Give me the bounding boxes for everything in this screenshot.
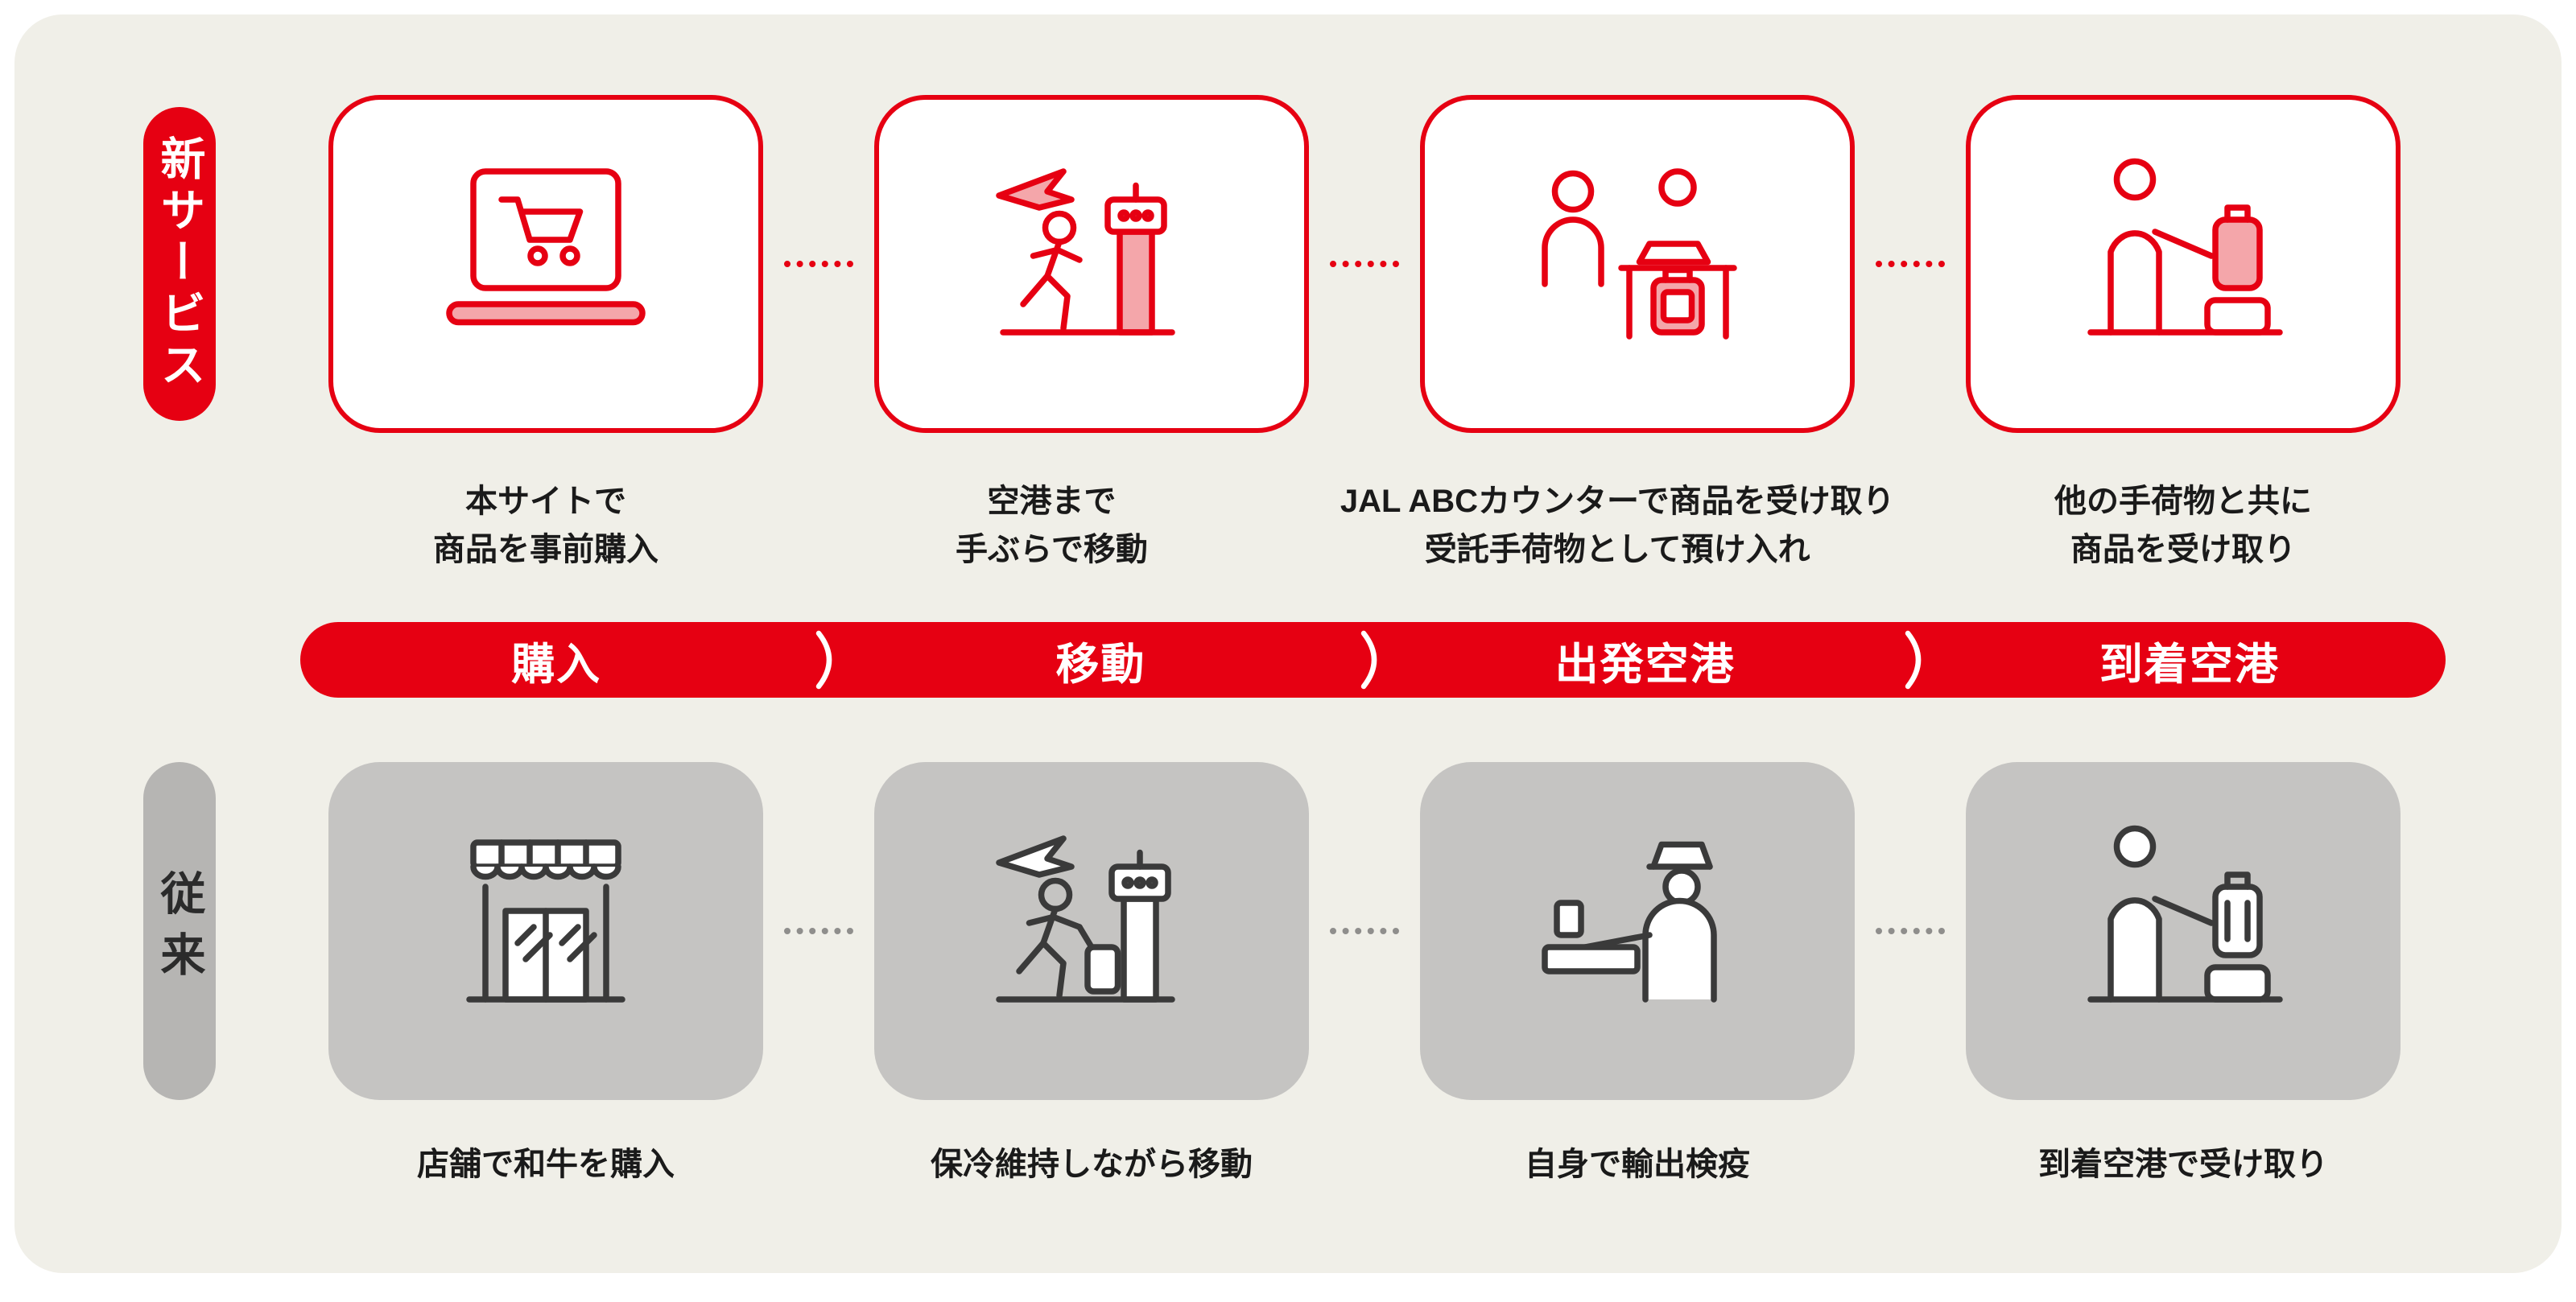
dotted-connector — [763, 261, 874, 267]
step-card-receive-arrival — [1966, 95, 2401, 433]
caption-line: JAL ABCカウンターで商品を受け取り — [1340, 484, 1895, 519]
step-card-cooler-move — [874, 762, 1309, 1100]
caption-line: 空港まで — [987, 484, 1117, 519]
caption-go-airport: 空港まで 手ぶらで移動 — [834, 477, 1269, 574]
step-card-go-airport — [874, 95, 1309, 433]
dotted-connector — [1855, 928, 1966, 934]
stage-arrival-airport: 到着空港 — [2099, 640, 2280, 689]
caption-line: 商品を事前購入 — [433, 532, 658, 567]
storefront-icon — [466, 839, 625, 1003]
dotted-connector — [763, 928, 874, 934]
dotted-connector — [1309, 928, 1420, 934]
caption-line: 自身で輸出検疫 — [1525, 1147, 1750, 1182]
caption-line: 本サイトで — [465, 484, 626, 519]
arrival-pickup-icon — [2087, 825, 2283, 1003]
infographic-canvas: 新サービス — [14, 14, 2562, 1273]
timeline-banner: 購入 移動 出発空港 到着空港 — [300, 622, 2446, 698]
baggage-pickup-icon — [2087, 158, 2283, 336]
caption-line: 手ぶらで移動 — [956, 532, 1148, 567]
caption-line: 保冷維持しながら移動 — [931, 1147, 1253, 1182]
new-service-label: 新サービス — [155, 135, 205, 393]
caption-self-quarantine: 自身で輸出検疫 — [1420, 1140, 1855, 1189]
step-card-arrival-pickup — [1966, 762, 2401, 1100]
caption-cooler-move: 保冷維持しながら移動 — [874, 1140, 1309, 1189]
stage-move: 移動 — [1055, 640, 1146, 689]
caption-arrival-pickup: 到着空港で受け取り — [1966, 1140, 2401, 1189]
new-service-label-pill: 新サービス — [143, 107, 216, 421]
conventional-label-pill: 従来 — [143, 762, 216, 1100]
caption-receive-arrival: 他の手荷物と共に 商品を受け取り — [1966, 477, 2401, 574]
caption-line: 受託手荷物として預け入れ — [1424, 532, 1810, 567]
cooler-run-icon — [996, 835, 1175, 1003]
step-card-online-purchase — [328, 95, 763, 433]
caption-line: 他の手荷物と共に — [2054, 484, 2312, 519]
caption-line: 店舗で和牛を購入 — [417, 1147, 675, 1182]
caption-store-purchase: 店舗で和牛を購入 — [328, 1140, 763, 1189]
new-service-row: 新サービス — [14, 95, 2562, 433]
new-service-captions: 本サイトで 商品を事前購入 空港まで 手ぶらで移動 JAL ABCカウンターで商… — [14, 477, 2562, 574]
stage-purchase: 購入 — [511, 640, 602, 689]
conventional-label: 従来 — [155, 870, 205, 992]
conventional-captions: 店舗で和牛を購入 保冷維持しながら移動 自身で輸出検疫 到着空港で受け取り — [14, 1140, 2562, 1189]
baggage-counter-icon — [1542, 168, 1737, 340]
stage-departure-airport: 出発空港 — [1554, 640, 1736, 689]
dotted-connector — [1309, 261, 1420, 267]
caption-line: 商品を受け取り — [2070, 532, 2296, 567]
dotted-connector — [1855, 261, 1966, 267]
chevron-separator-icon — [816, 630, 832, 690]
step-card-self-quarantine — [1420, 762, 1855, 1100]
customs-officer-icon — [1542, 841, 1717, 1003]
laptop-cart-icon — [446, 168, 646, 326]
caption-line: 到着空港で受け取り — [2038, 1147, 2328, 1182]
new-service-label-col: 新サービス — [14, 107, 328, 421]
conventional-row: 従来 — [14, 762, 2562, 1100]
step-card-jal-abc-counter — [1420, 95, 1855, 433]
step-card-store-purchase — [328, 762, 763, 1100]
conventional-label-col: 従来 — [14, 762, 328, 1100]
caption-online-purchase: 本サイトで 商品を事前購入 — [328, 477, 763, 574]
caption-jal-abc-counter: JAL ABCカウンターで商品を受け取り 受託手荷物として預け入れ — [1340, 477, 1895, 574]
chevron-separator-icon — [1905, 630, 1921, 690]
chevron-separator-icon — [1360, 630, 1377, 690]
airport-run-icon — [996, 168, 1175, 336]
